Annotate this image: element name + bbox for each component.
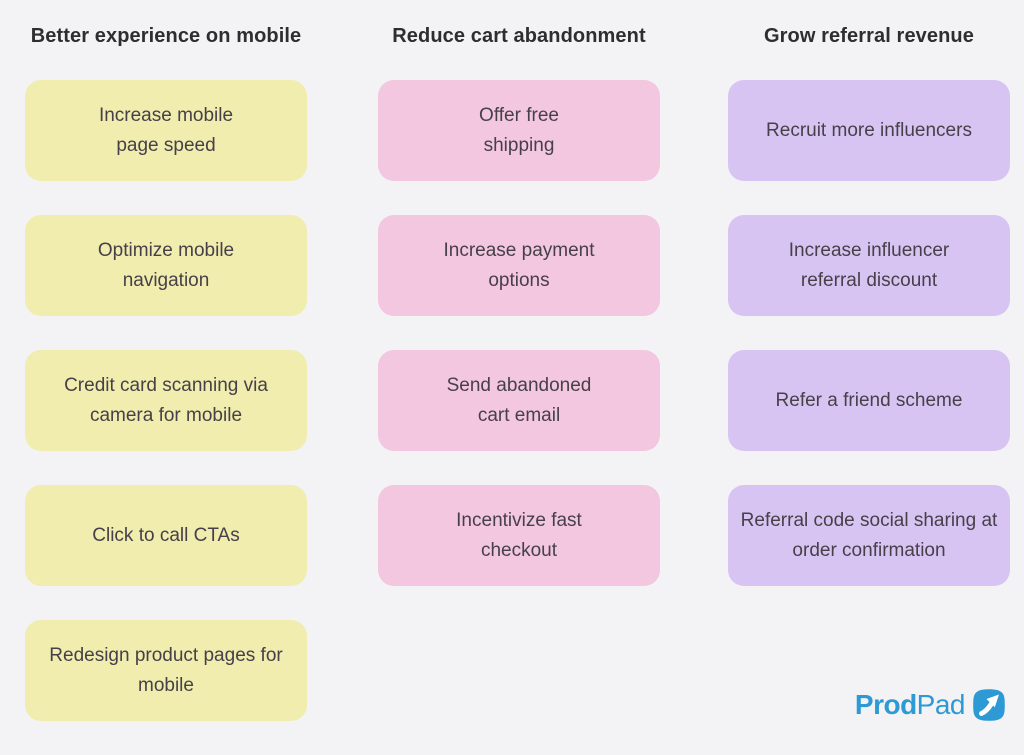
idea-card: Redesign product pages for mobile: [25, 620, 307, 721]
column-header: Better experience on mobile: [30, 25, 302, 47]
column-header: Reduce cart abandonment: [392, 25, 646, 47]
prodpad-logo-text: ProdPad: [854, 688, 966, 722]
idea-card-text: Redesign product pages for mobile: [49, 644, 283, 696]
idea-card: Click to call CTAs: [25, 485, 307, 586]
idea-card-text: Offer free shipping: [479, 104, 559, 156]
column-reduce-cart-abandonment: Reduce cart abandonment Offer free shipp…: [378, 25, 660, 755]
idea-card-text: Increase mobile page speed: [98, 104, 234, 156]
column-better-experience-on-mobile: Better experience on mobile Increase mob…: [25, 25, 307, 755]
idea-card-text: Increase influencer referral discount: [788, 239, 950, 291]
idea-card-text: Increase payment options: [443, 239, 595, 291]
idea-card-text: Recruit more influencers: [766, 119, 972, 141]
idea-card: Increase payment options: [378, 215, 660, 316]
column-grow-referral-revenue: Grow referral revenue Recruit more influ…: [728, 25, 1010, 755]
arrow-up-right-icon: [973, 689, 1005, 721]
idea-card: Recruit more influencers: [728, 80, 1010, 181]
prodpad-logo: ProdPad: [855, 688, 1006, 722]
idea-board: Better experience on mobile Increase mob…: [25, 25, 1010, 755]
idea-card-text: Referral code social sharing at order co…: [740, 509, 998, 561]
idea-card: Increase mobile page speed: [25, 80, 307, 181]
column-header: Grow referral revenue: [764, 25, 974, 47]
idea-card-text: Incentivize fast checkout: [456, 509, 582, 561]
prodpad-logo-text-bold: Prod: [854, 689, 917, 720]
idea-card: Optimize mobile navigation: [25, 215, 307, 316]
idea-card-text: Credit card scanning via camera for mobi…: [64, 374, 268, 426]
idea-card: Offer free shipping: [378, 80, 660, 181]
idea-card: Increase influencer referral discount: [728, 215, 1010, 316]
idea-card-text: Send abandoned cart email: [446, 374, 592, 426]
idea-card: Send abandoned cart email: [378, 350, 660, 451]
idea-card-text: Refer a friend scheme: [775, 389, 963, 411]
idea-card: Credit card scanning via camera for mobi…: [25, 350, 307, 451]
prodpad-logo-text-light: Pad: [916, 689, 966, 720]
idea-card-text: Optimize mobile navigation: [97, 239, 235, 291]
idea-card: Referral code social sharing at order co…: [728, 485, 1010, 586]
idea-card-text: Click to call CTAs: [92, 524, 240, 546]
idea-card: Refer a friend scheme: [728, 350, 1010, 451]
idea-card: Incentivize fast checkout: [378, 485, 660, 586]
